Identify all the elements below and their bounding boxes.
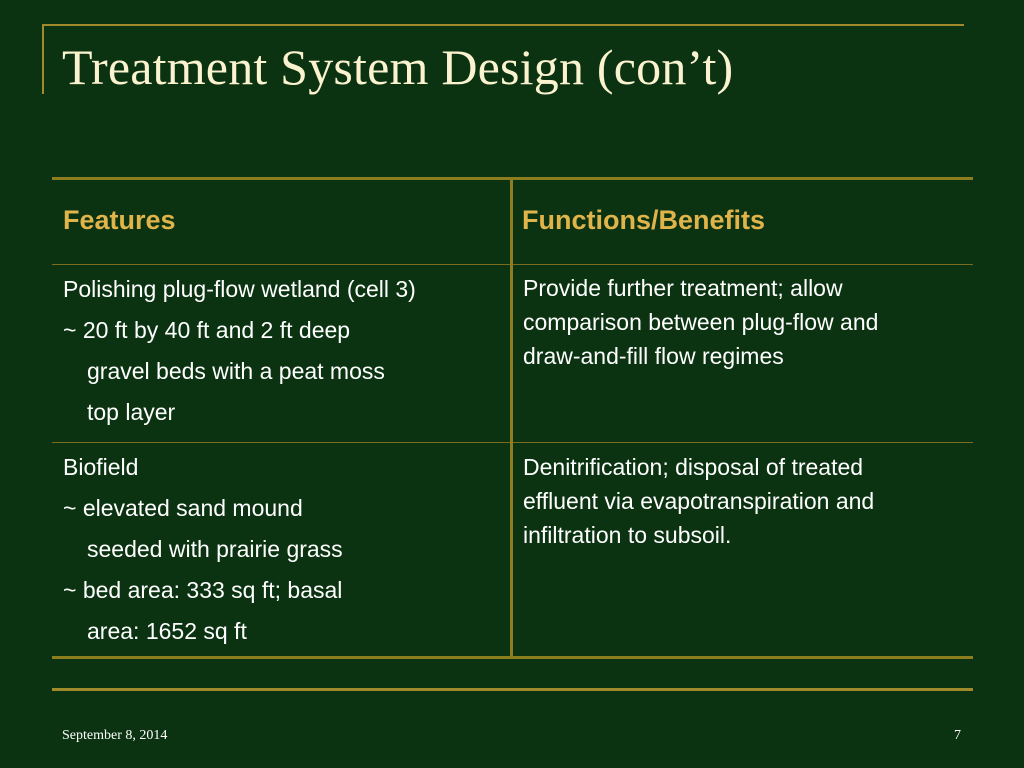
benefit-line: draw-and-fill flow regimes (523, 343, 784, 369)
benefit-line: effluent via evapotranspiration and (523, 488, 875, 514)
table-row-1-features: Polishing plug-flow wetland (cell 3) ~ 2… (63, 269, 416, 433)
features-table: Features Functions/Benefits Polishing pl… (52, 177, 973, 659)
header-features: Features (63, 205, 176, 235)
feature-line: gravel beds with a peat moss (87, 358, 385, 384)
feature-line: ~ 20 ft by 40 ft and 2 ft deep (63, 317, 351, 343)
slide-number: 7 (954, 728, 961, 743)
benefit-line: infiltration to subsoil. (523, 522, 732, 548)
benefit-line: comparison between plug-flow and (523, 309, 879, 335)
slide-title: Treatment System Design (con’t) (62, 39, 734, 95)
feature-line: Polishing plug-flow wetland (cell 3) (63, 276, 416, 302)
table-row-2-features: Biofield ~ elevated sand mound seeded wi… (63, 447, 343, 652)
frame-top-rule (42, 24, 964, 26)
footer-rule (52, 688, 973, 691)
feature-line: area: 1652 sq ft (87, 618, 247, 644)
header-functions-benefits: Functions/Benefits (522, 205, 766, 235)
footer-date: September 8, 2014 (62, 728, 168, 743)
table-row-1-benefits: Provide further treatment; allow compari… (523, 271, 878, 373)
benefit-line: Denitrification; disposal of treated (523, 454, 864, 480)
table-row-2-benefits: Denitrification; disposal of treated eff… (523, 450, 874, 552)
benefit-line: Provide further treatment; allow (523, 275, 843, 301)
feature-line: Biofield (63, 454, 139, 480)
frame-left-rule (42, 24, 44, 94)
feature-line: seeded with prairie grass (87, 536, 343, 562)
feature-line: top layer (87, 399, 176, 425)
feature-line: ~ bed area: 333 sq ft; basal (63, 577, 343, 603)
feature-line: ~ elevated sand mound (63, 495, 303, 521)
table-column-divider (510, 177, 513, 659)
